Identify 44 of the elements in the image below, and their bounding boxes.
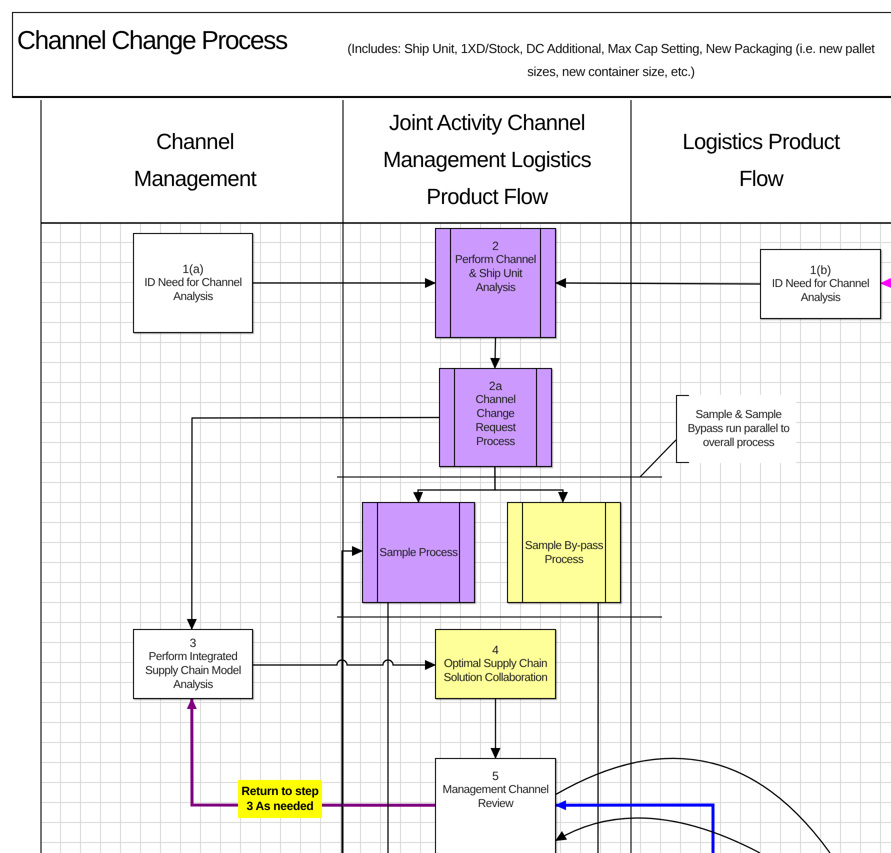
lane-title: Channel Management (132, 128, 258, 193)
process-box (133, 233, 253, 333)
step-number: 2 (492, 239, 499, 253)
process-box (435, 228, 556, 338)
lane-title: Logistics Product Flow (681, 128, 841, 193)
lane-title: Joint Activity Channel Management Logistics Product Flow (382, 109, 592, 211)
arrow (555, 800, 714, 853)
arrow (186, 416, 439, 630)
process-box (507, 502, 621, 603)
process-box (435, 629, 556, 699)
arrow (555, 818, 760, 853)
arrow (253, 659, 436, 670)
arrow (880, 278, 891, 288)
step-number: 1(b) (810, 263, 832, 277)
arrow (341, 546, 363, 853)
arrow (490, 338, 500, 369)
step-label: Sample By-pass Process (524, 538, 604, 566)
arrow (253, 278, 436, 288)
step-label: Perform Channel & Ship Unit Analysis (454, 253, 537, 295)
process-box (760, 249, 881, 319)
annotation-text: Sample & Sample Bypass run parallel to overall process (686, 408, 790, 450)
process-box (362, 502, 475, 603)
arrow (494, 467, 568, 503)
arrow (555, 278, 760, 288)
process-box (439, 368, 552, 467)
step-number: 3 (190, 636, 196, 650)
process-box (133, 629, 253, 699)
step-number: 4 (492, 643, 499, 657)
step-number: 1(a) (182, 262, 204, 276)
step-number: 5 (492, 769, 499, 783)
step-label: ID Need for Channel Analysis (770, 277, 870, 305)
edge-label: Return to step 3 As needed (238, 780, 322, 818)
diagram-title: Channel Change Process (17, 25, 287, 56)
step-label: Perform Integrated Supply Chain Model Analysis (144, 650, 242, 692)
step-number: 2a (488, 379, 502, 393)
process-box (435, 758, 556, 853)
step-label: ID Need for Channel Analysis (143, 276, 243, 304)
step-label: Management Channel Review (442, 783, 549, 811)
scope-note: (Includes: Ship Unit, 1XD/Stock, DC Additional, Max Cap Setting, New Packaging (i.e. new pallet sizes, new container size, etc.) (346, 40, 876, 81)
step-label: Sample Process (379, 546, 458, 560)
arrow (490, 699, 500, 759)
step-label: Optimal Supply Chain Solution Collaboration (442, 657, 548, 685)
leader-line (640, 439, 676, 478)
step-label: Channel Change Request Process (474, 393, 517, 449)
